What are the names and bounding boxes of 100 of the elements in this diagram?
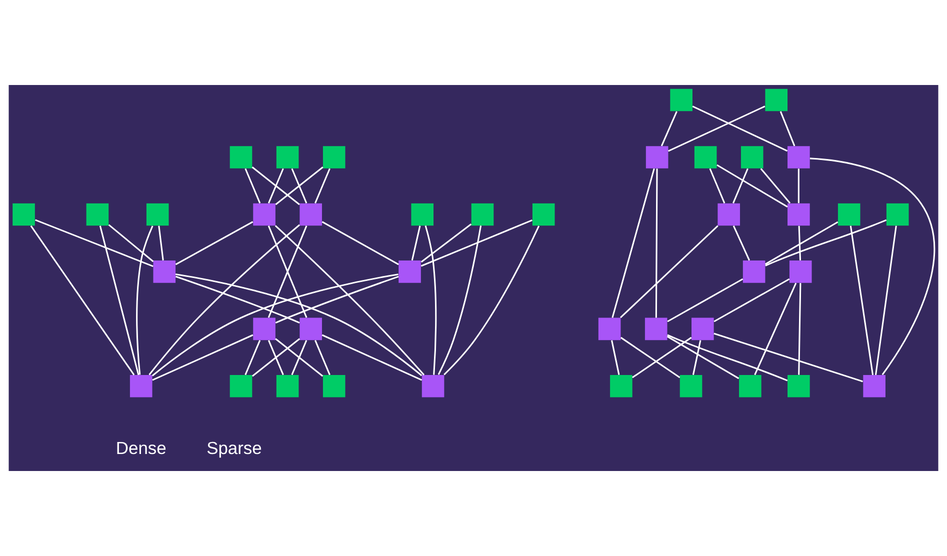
connector: [610, 340, 620, 375]
node-box: [838, 203, 860, 226]
connector: [152, 274, 398, 376]
connector: [692, 340, 702, 375]
connector: [136, 226, 154, 375]
node-box: [789, 260, 812, 283]
node-box: [130, 374, 152, 398]
connector: [714, 332, 864, 382]
node-box: [670, 88, 692, 112]
node-box: [718, 203, 740, 226]
connector: [798, 226, 802, 260]
connector: [244, 340, 261, 376]
connector: [291, 340, 308, 376]
connector: [612, 168, 655, 318]
connector: [760, 168, 791, 204]
connector: [99, 226, 140, 376]
node-box: [153, 260, 176, 283]
connector: [798, 168, 800, 204]
node-box: [694, 146, 717, 168]
connector: [754, 282, 797, 376]
connector: [709, 168, 726, 204]
connector: [252, 166, 300, 206]
connector: [175, 276, 300, 324]
node-box: [692, 318, 714, 340]
connector: [275, 166, 324, 206]
connector: [692, 106, 788, 152]
label: Sparse: [206, 438, 262, 458]
label: Dense: [116, 438, 166, 458]
node-box: [788, 203, 810, 226]
connector: [411, 226, 421, 261]
node-box: [230, 374, 252, 398]
node-box: [398, 260, 421, 283]
node-box: [322, 374, 346, 398]
connector: [655, 168, 658, 318]
node-box: [644, 318, 668, 340]
node-box: [471, 203, 494, 226]
connector: [667, 334, 788, 382]
node-box: [276, 146, 299, 168]
connector: [108, 224, 154, 262]
connector: [874, 226, 897, 376]
node-box: [788, 146, 810, 168]
connector: [666, 336, 740, 380]
node-box: [253, 318, 276, 340]
node-box: [886, 203, 909, 226]
connector: [620, 336, 680, 378]
connector: [152, 334, 254, 381]
node-box: [765, 88, 788, 112]
connector: [268, 168, 284, 204]
node-box: [300, 318, 322, 340]
connector: [275, 338, 324, 377]
node-box: [276, 374, 299, 398]
connector: [148, 224, 300, 376]
connector: [714, 278, 790, 322]
node-box: [863, 374, 886, 398]
connector: [244, 168, 261, 204]
node-box: [86, 203, 109, 226]
connector: [667, 278, 744, 322]
connector: [30, 225, 135, 376]
connector: [424, 226, 437, 375]
node-box: [598, 318, 621, 340]
connector: [268, 226, 308, 318]
connector: [322, 334, 422, 381]
node-box: [146, 203, 169, 226]
connector: [274, 225, 425, 376]
node-box: [680, 374, 702, 398]
node-box: [742, 260, 766, 283]
connector: [35, 219, 154, 268]
connector: [632, 336, 692, 378]
connector: [764, 221, 838, 265]
connector: [314, 168, 330, 204]
connector: [798, 283, 802, 375]
node-box: [300, 203, 322, 226]
connector: [444, 226, 540, 376]
node-box: [322, 146, 346, 168]
connector: [420, 219, 532, 267]
connector: [732, 226, 750, 261]
connector: [438, 226, 482, 375]
node-box: [230, 146, 252, 168]
connector: [780, 111, 796, 146]
node-box: [422, 374, 444, 398]
connector: [420, 223, 472, 263]
connector: [716, 164, 788, 208]
node-box: [610, 374, 632, 398]
node-box: [788, 374, 810, 398]
connector: [620, 225, 718, 318]
connector: [252, 338, 300, 377]
connector: [765, 219, 887, 266]
connector: [810, 158, 936, 376]
connector: [275, 276, 399, 324]
connector: [268, 340, 284, 376]
node-box: [740, 146, 764, 168]
connector: [732, 168, 748, 204]
node-box: [253, 203, 276, 226]
node-box: [739, 374, 762, 398]
connector: [314, 340, 330, 376]
connector: [668, 106, 766, 152]
node-box: [646, 146, 668, 168]
connector: [850, 226, 874, 376]
connector: [322, 221, 399, 266]
connector: [175, 274, 422, 376]
